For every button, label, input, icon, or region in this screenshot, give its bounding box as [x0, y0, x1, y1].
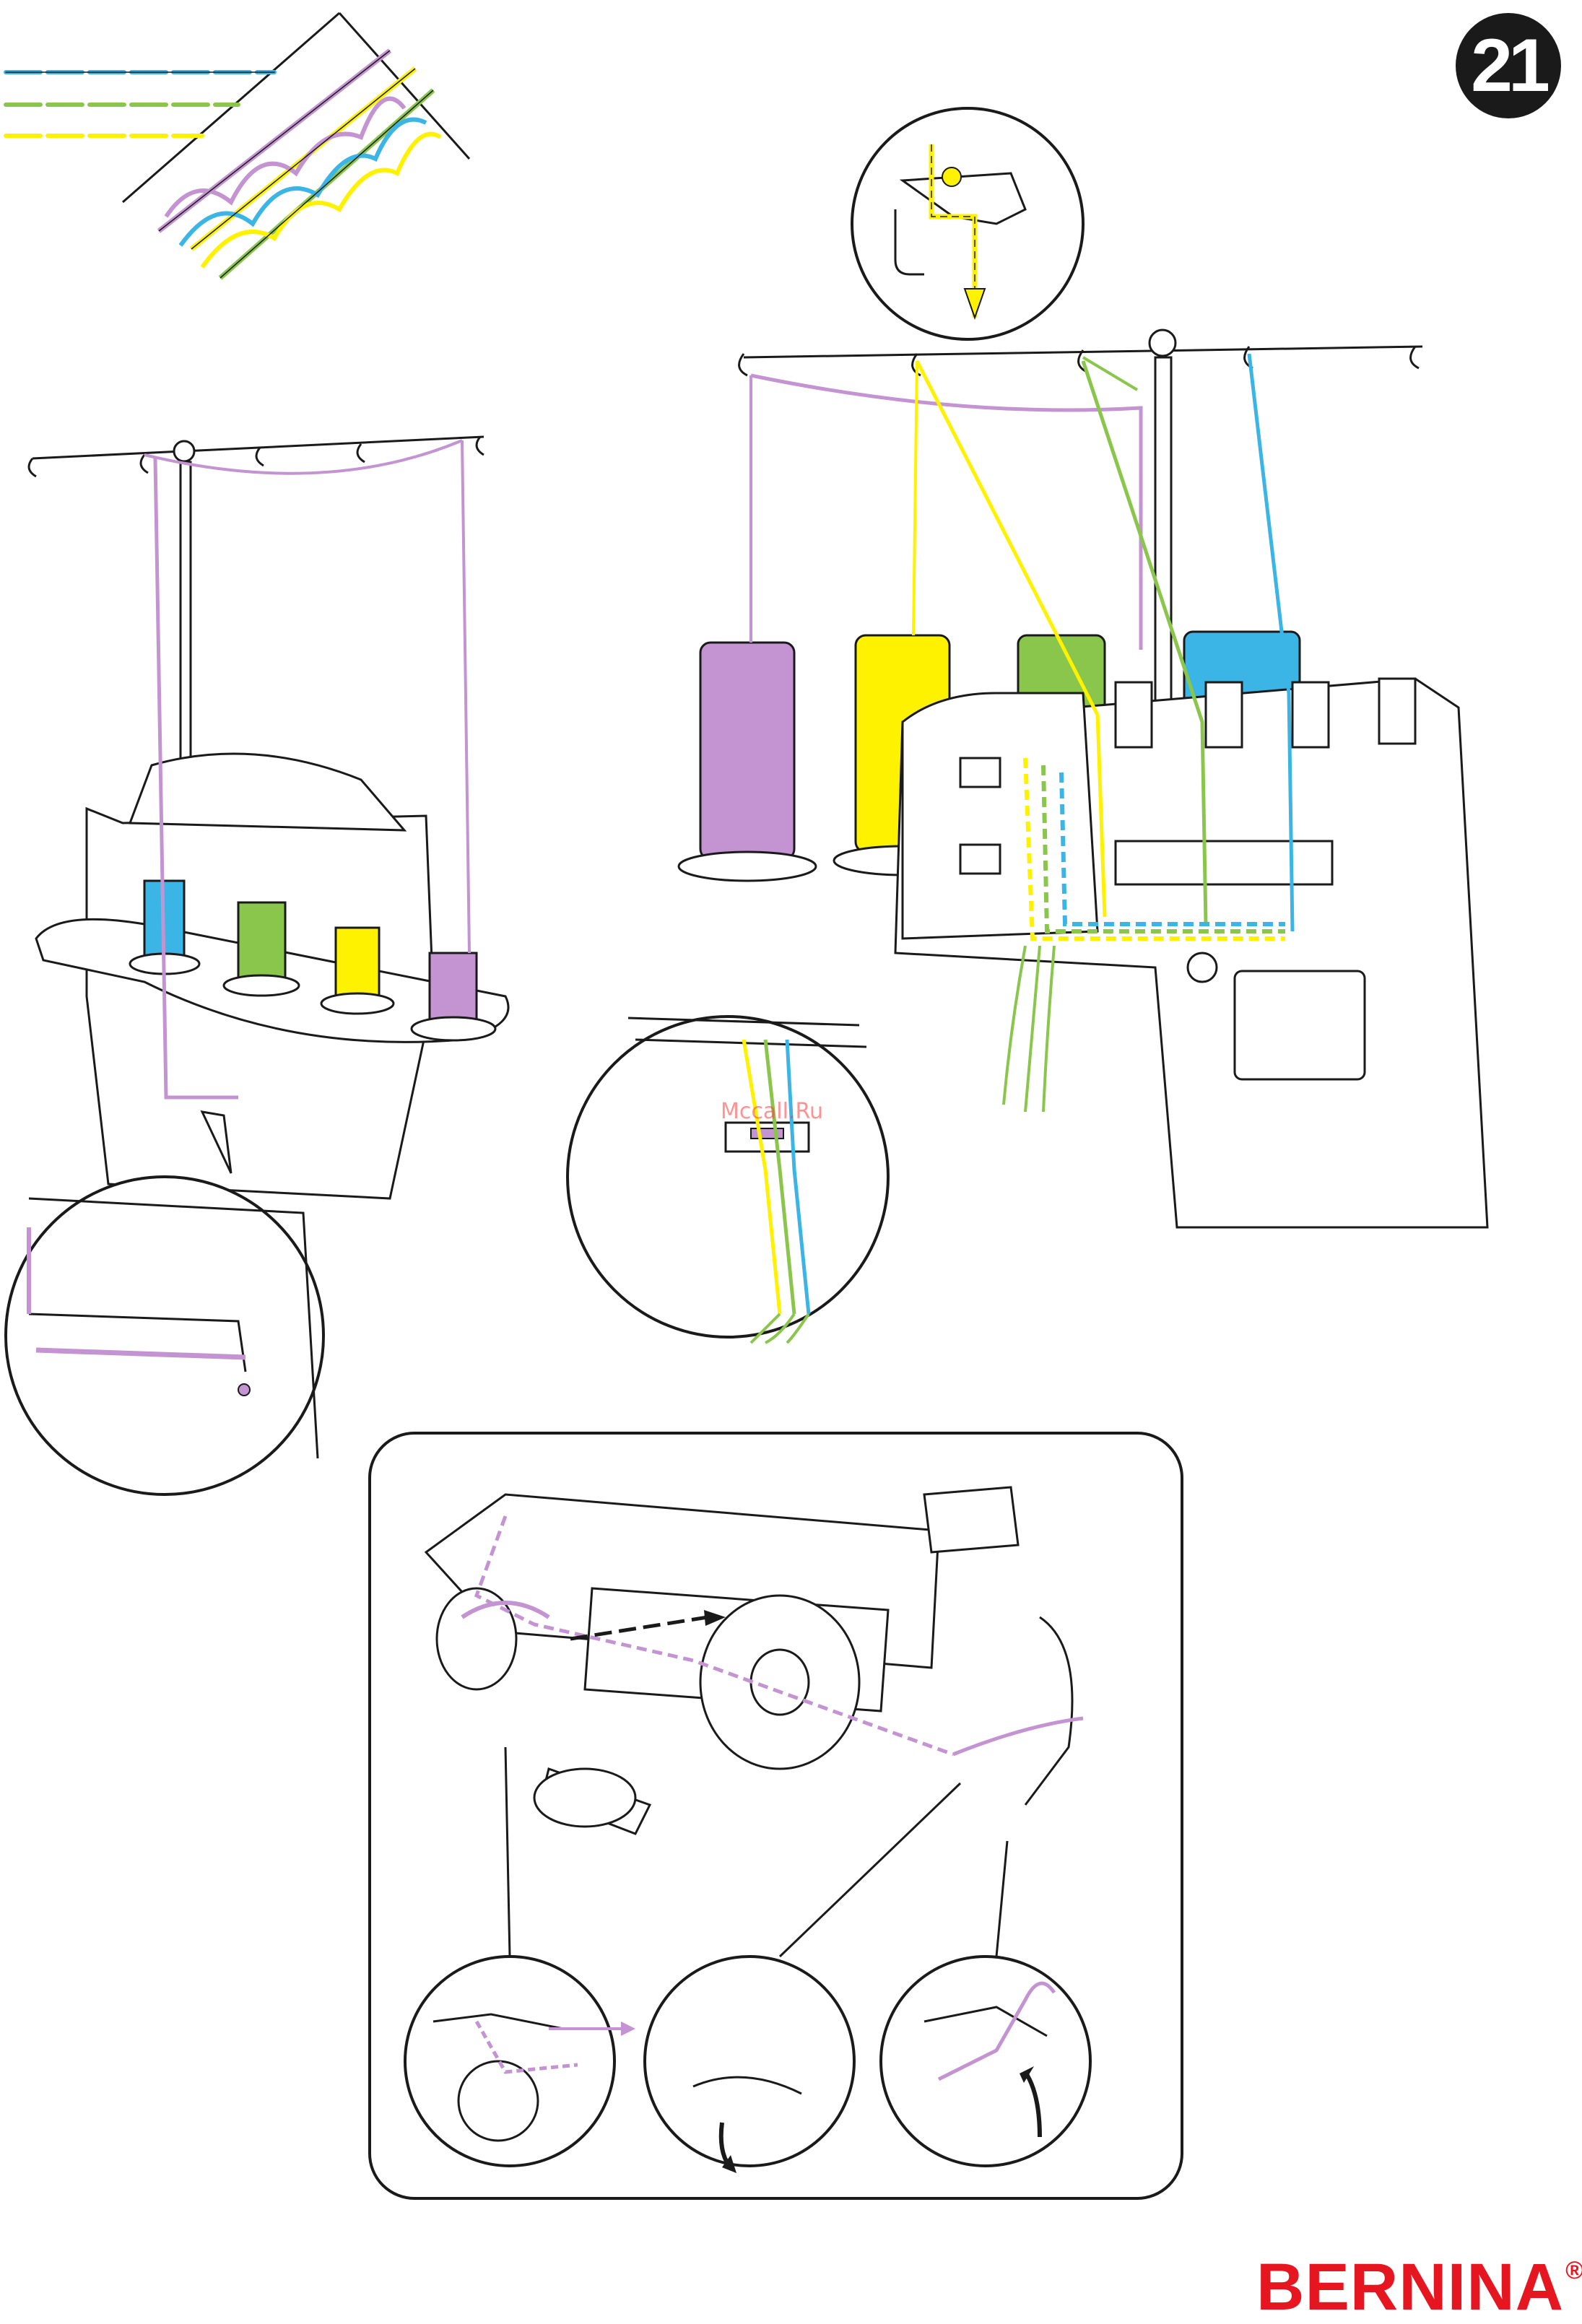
stitch-chain — [159, 51, 440, 278]
needle-threading-detail — [568, 1017, 888, 1343]
page-number-badge: 21 — [1456, 13, 1561, 118]
page-number: 21 — [1471, 23, 1546, 109]
needle-thread-legend — [6, 72, 274, 136]
registered-mark: ® — [1565, 2257, 1582, 2284]
brand-logo: BERNINA® — [1256, 2254, 1582, 2320]
lower-guide-detail — [6, 1177, 323, 1494]
overlocker-front-view — [29, 437, 508, 1198]
watermark-text: Mccall.Ru — [721, 1099, 823, 1124]
stitch-sample-figure — [6, 13, 469, 278]
looper-threading-panel — [370, 1433, 1182, 2198]
thread-guide-detail — [852, 108, 1083, 339]
